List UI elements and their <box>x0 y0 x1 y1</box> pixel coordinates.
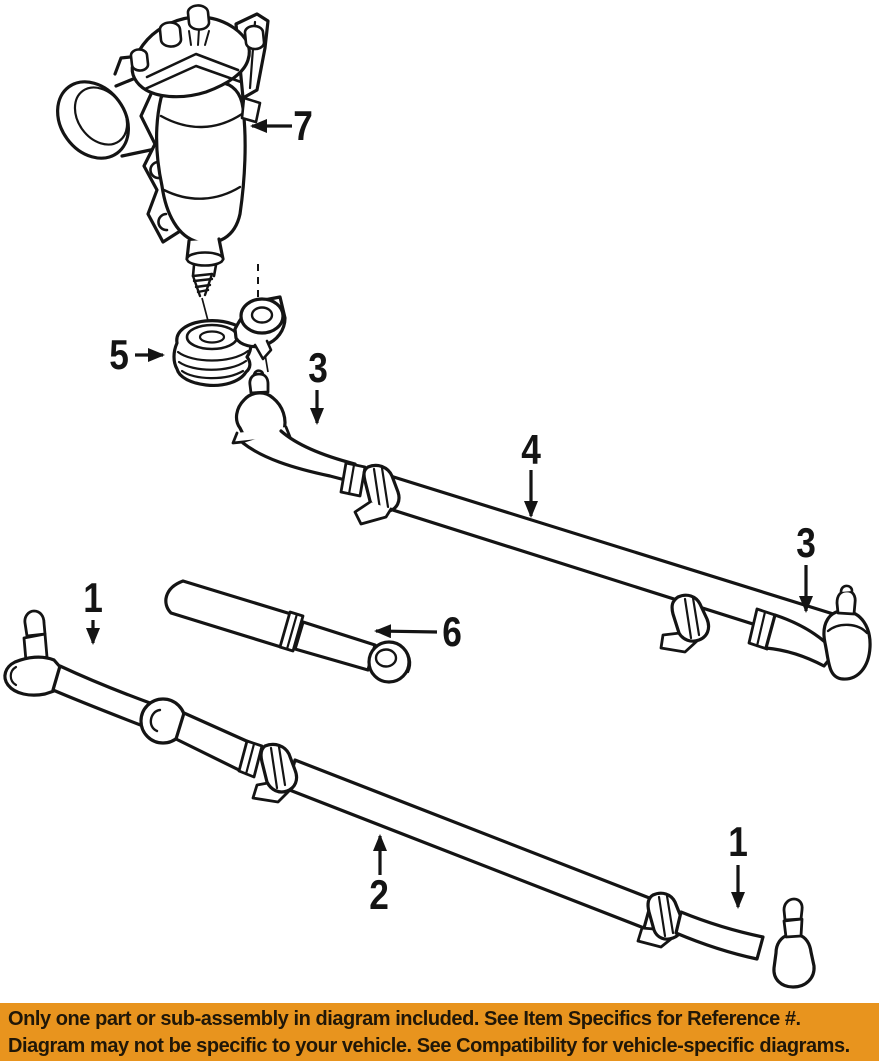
gear-input-coupling <box>56 80 130 160</box>
pitman-eye <box>239 297 285 335</box>
tie-rod-end-left-stud-tip <box>23 609 47 638</box>
pitman-washer-top <box>185 323 239 351</box>
tie-rod-end-bottom-stud-tip <box>782 897 804 922</box>
drag-link-left-clamp-lines <box>372 466 390 511</box>
gear-body-seam-upper <box>159 112 244 129</box>
callout-label-3-left: 3 <box>308 344 328 391</box>
tie-rod-end-upper-arm <box>241 429 357 483</box>
gear-cover-chevron-1 <box>145 52 240 79</box>
damper-eye-rim <box>400 645 412 674</box>
callout-label-1-right: 1 <box>728 818 748 865</box>
right-clamp-foot <box>636 926 673 949</box>
tie-rod-end-right-stud <box>835 589 857 616</box>
tie-rod-end-bottom-boot <box>772 933 816 989</box>
callout-label-1-left: 1 <box>83 574 103 621</box>
damper-eye-hole <box>374 648 398 668</box>
drag-link-collar-line <box>347 463 356 496</box>
callout-label-4: 4 <box>521 426 541 473</box>
callout-label-7: 7 <box>293 102 313 149</box>
drag-link-left-clamp-foot <box>353 500 393 526</box>
gear-bolt-3 <box>129 48 150 72</box>
pitman-washer-groove-3 <box>180 369 245 380</box>
callout-label-5: 5 <box>109 331 129 378</box>
tie-rod-left-arm <box>51 664 152 728</box>
gear-output-shaft <box>191 263 218 278</box>
tie-rod-tube <box>285 758 654 930</box>
gear-side-strip <box>240 96 262 124</box>
gear-cover-chevron-2 <box>143 64 243 91</box>
gear-shaft-threads <box>191 272 214 294</box>
gear-bolt-4 <box>243 24 266 51</box>
callout-label-2: 2 <box>369 871 389 918</box>
callout-arrow-6 <box>374 624 438 639</box>
gear-body-seam-lower <box>162 185 242 200</box>
pitman-arm-nub <box>253 339 273 361</box>
drag-link-clamp <box>670 593 711 643</box>
tie-rod-end-left-housing-line <box>9 665 18 687</box>
tie-rod-end-upper-stud <box>248 372 270 395</box>
diagram-line-art <box>3 4 872 989</box>
gear-cover-hatching <box>188 28 210 46</box>
adjuster-clamp <box>259 742 299 794</box>
pitman-arm-drawing <box>172 295 287 388</box>
disclaimer-banner: Only one part or sub-assembly in diagram… <box>0 1003 879 1061</box>
gear-bolt-hole-upper <box>149 160 161 180</box>
pitman-washer-groove-2 <box>177 359 248 371</box>
steering-gear-drawing <box>56 4 270 298</box>
gear-output-collar <box>185 251 225 267</box>
disclaimer-line-1: Only one part or sub-assembly in diagram… <box>8 1008 801 1030</box>
tie-rod-end-right-stud-tip <box>839 584 854 594</box>
right-clamp <box>646 891 685 941</box>
adjuster-collar-line <box>244 742 256 776</box>
tie-rod-assembly-drawing <box>3 609 816 989</box>
damper-rod <box>293 620 377 672</box>
gear-bolt-hole-lower <box>157 212 169 232</box>
gear-bolt-2 <box>186 4 211 31</box>
drag-link-collar <box>339 461 367 498</box>
drag-link-clamp-lines <box>683 596 701 640</box>
pitman-washer-groove-1 <box>176 349 250 362</box>
pitman-eye-hole <box>250 306 274 324</box>
adjuster-clamp-lines <box>269 745 287 790</box>
disclaimer-line-2: Diagram may not be specific to your vehi… <box>8 1035 850 1057</box>
gear-shaft-tip <box>191 272 214 298</box>
callout-label-6: 6 <box>442 608 462 655</box>
right-clamp-lines <box>657 894 675 938</box>
tie-rod-end-upper-boot <box>234 391 287 436</box>
drag-link-right-collar-line <box>755 610 767 648</box>
damper-ring-line <box>285 612 299 651</box>
steering-damper-drawing <box>164 579 412 684</box>
callout-label-3-right: 3 <box>796 519 816 566</box>
damper-body <box>164 579 293 649</box>
pitman-washer-hole <box>198 330 226 344</box>
tie-rod-right-arm <box>674 910 765 961</box>
tie-rod-end-bottom-stud <box>782 917 804 939</box>
tie-rod-end-right-neck <box>826 623 869 635</box>
gear-bolt-1 <box>158 21 183 48</box>
callout-arrows <box>86 119 813 909</box>
tie-rod-bushing-hole <box>149 708 162 733</box>
steering-linkage-diagram: 7 5 3 4 3 6 1 2 1 <box>3 4 872 989</box>
gear-input-coupling-face <box>73 86 129 146</box>
drag-link-drawing <box>231 369 872 681</box>
tie-rod-end-right-ball <box>822 609 872 681</box>
